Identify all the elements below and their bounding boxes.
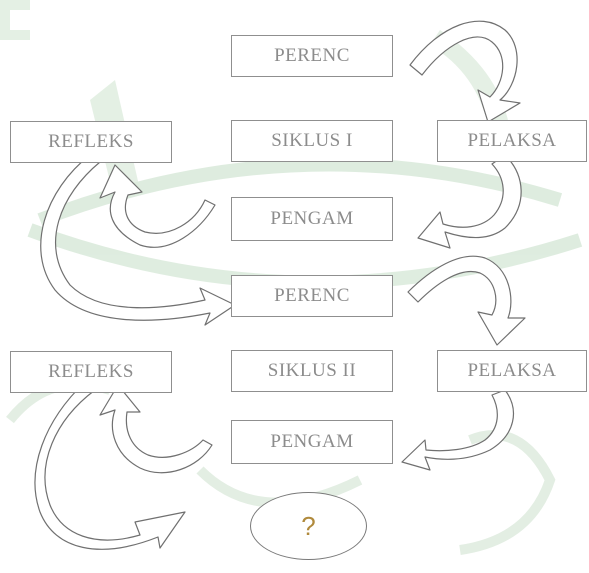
- arrow-pengam-to-refleks-1: [99, 164, 216, 248]
- box-siklus-2: SIKLUS II: [231, 350, 393, 392]
- box-perencanaan-1: PERENC: [231, 35, 393, 77]
- arrow-refleks-to-next-cycle: [34, 381, 186, 550]
- arrow-pelaksa-to-pengam-2: [401, 389, 514, 471]
- box-pengamatan-2: PENGAM: [231, 420, 393, 464]
- arrow-pengam-to-refleks-2: [99, 384, 213, 474]
- arrow-perenc-to-pelaksa-2: [407, 255, 526, 346]
- box-refleksi-2: REFLEKS: [10, 351, 172, 393]
- box-pengamatan-1: PENGAM: [231, 197, 393, 241]
- box-siklus-1: SIKLUS I: [231, 120, 393, 162]
- arrow-perenc-to-pelaksa-1: [409, 20, 521, 123]
- arrow-pelaksa-to-pengam-1: [417, 154, 522, 249]
- question-oval: ?: [250, 492, 367, 560]
- box-pelaksanaan-1: PELAKSA: [437, 120, 587, 162]
- box-refleksi-1: REFLEKS: [10, 121, 172, 163]
- box-pelaksanaan-2: PELAKSA: [437, 350, 587, 392]
- box-perencanaan-2: PERENC: [231, 275, 393, 317]
- arrow-refleks-to-perenc-2: [40, 154, 236, 326]
